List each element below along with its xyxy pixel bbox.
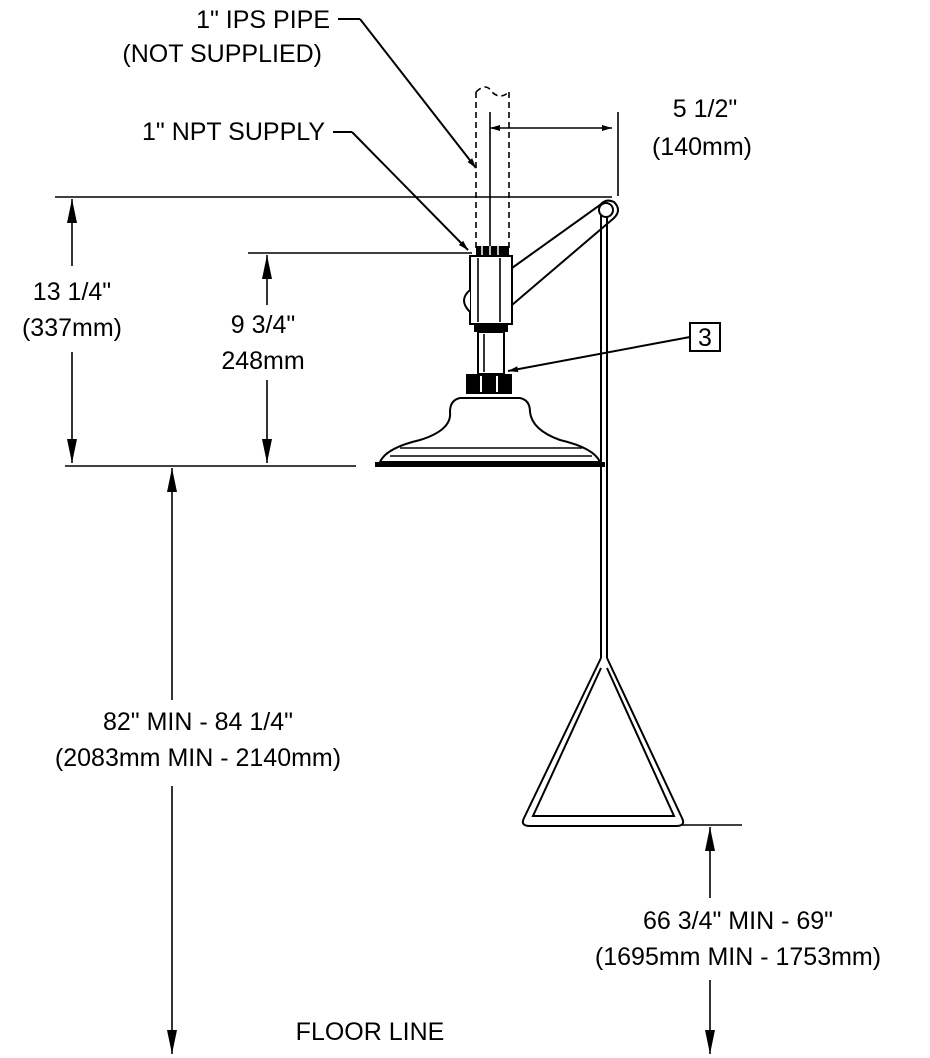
height-mm-label: (2083mm MIN - 2140mm) [55, 744, 341, 772]
offset-mm-label: (140mm) [652, 133, 752, 161]
head-dimension [248, 252, 472, 463]
leader-ips-pipe [338, 18, 477, 169]
handle-dimension [682, 824, 742, 1054]
overall-dimension [55, 196, 612, 467]
floor-line-label: FLOOR LINE [296, 1018, 445, 1046]
handle-mm-label: (1695mm MIN - 1753mm) [595, 943, 881, 971]
ips-pipe [475, 86, 510, 248]
callout-number: 3 [698, 324, 712, 352]
offset-inch-label: 5 1/2" [673, 95, 737, 123]
head-inch-label: 9 3/4" [231, 311, 295, 339]
shower-fixture [375, 199, 685, 827]
leader-npt-supply [333, 131, 469, 251]
head-mm-label: 248mm [221, 347, 304, 375]
offset-dimension [490, 112, 619, 196]
ips-pipe-label-line2: (NOT SUPPLIED) [122, 40, 322, 68]
overall-mm-label: (337mm) [22, 314, 122, 342]
overall-inch-label: 13 1/4" [33, 278, 111, 306]
leader-callout-3 [507, 336, 691, 373]
height-inch-label: 82" MIN - 84 1/4" [103, 708, 293, 736]
ips-pipe-label-line1: 1" IPS PIPE [196, 6, 330, 34]
npt-supply-label: 1" NPT SUPPLY [142, 118, 325, 146]
handle-inch-label: 66 3/4" MIN - 69" [643, 907, 833, 935]
